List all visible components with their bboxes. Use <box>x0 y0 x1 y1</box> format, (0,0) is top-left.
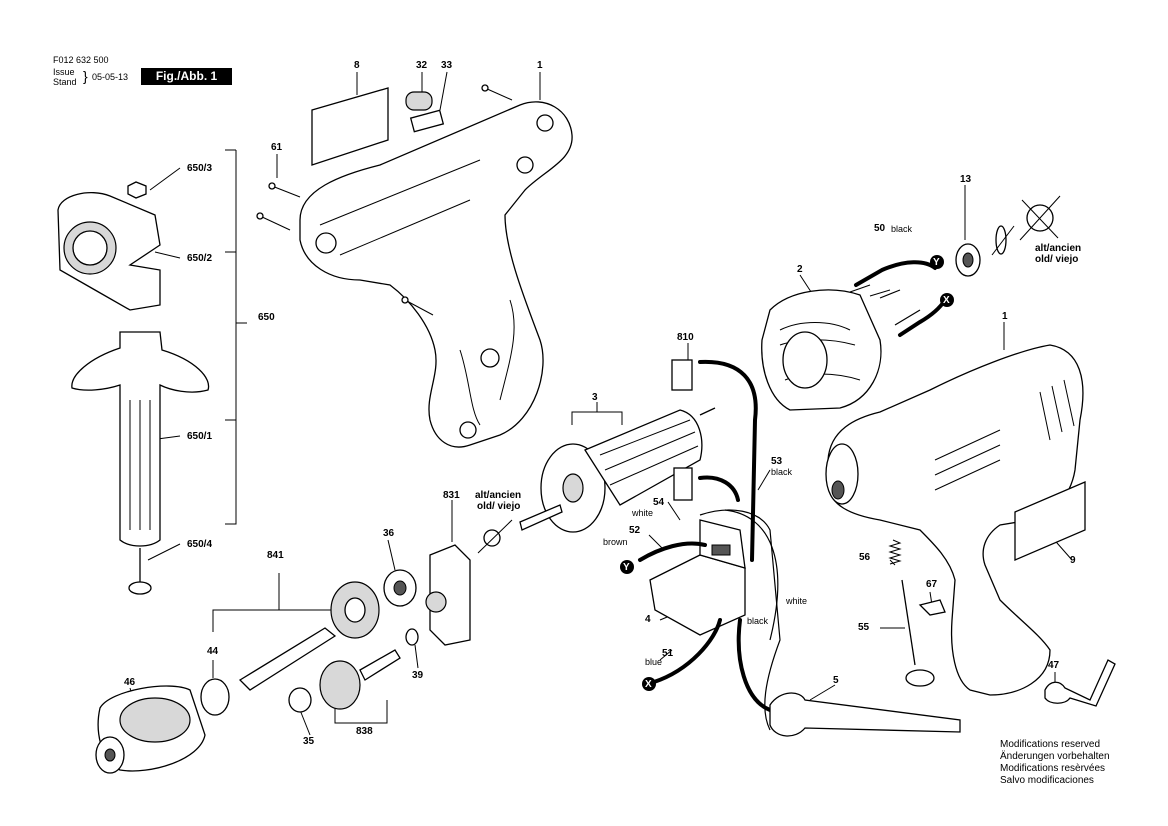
assembled-housing <box>827 344 1084 696</box>
label-841: 841 <box>267 550 284 561</box>
note-line: Modifications resèrvées <box>1000 763 1106 774</box>
label-55: 55 <box>858 622 870 633</box>
label-650-3: 650/3 <box>187 163 213 174</box>
label-1-right: 1 <box>1002 311 1008 322</box>
bushing-part <box>405 91 433 111</box>
label-47: 47 <box>1048 660 1060 671</box>
nameplate-part <box>311 87 389 166</box>
label-46: 46 <box>124 677 136 688</box>
note-line: Modifications reserved <box>1000 739 1101 750</box>
label-part <box>1014 481 1086 561</box>
marker-x: X <box>943 295 950 306</box>
label-838: 838 <box>356 726 373 737</box>
label-3: 3 <box>592 392 598 403</box>
part-number: F012 632 500 <box>53 55 109 65</box>
label-51: 51 <box>662 648 674 659</box>
marker-x-2: X <box>645 679 652 690</box>
switch <box>649 519 746 636</box>
label-650-4: 650/4 <box>187 539 213 550</box>
label-650-1: 650/1 <box>187 431 213 442</box>
label-61: 61 <box>271 142 283 153</box>
old-tag-mid-2: old/ viejo <box>477 501 521 512</box>
label-13: 13 <box>960 174 972 185</box>
label-white: white <box>786 596 808 606</box>
armature <box>519 407 716 533</box>
figure-label: Fig./Abb. 1 <box>141 68 232 85</box>
bushing-44 <box>200 678 230 716</box>
drill-chuck <box>95 685 206 774</box>
modifications-notes: Modifications reserved Änderungen vorbeh… <box>1000 739 1110 787</box>
brush-holder <box>671 359 693 391</box>
chuck-key <box>1044 659 1116 707</box>
bushing-35 <box>288 687 312 713</box>
connection-markers <box>620 255 954 691</box>
label-5: 5 <box>833 675 839 686</box>
issue-date: 05-05-13 <box>92 72 129 82</box>
label-67: 67 <box>926 579 938 590</box>
label-39: 39 <box>412 670 424 681</box>
label-52: 52 <box>629 525 641 536</box>
label-831: 831 <box>443 490 460 501</box>
old-tag-top-2: old/ viejo <box>1035 254 1079 265</box>
label-53: 53 <box>771 456 783 467</box>
screws <box>256 84 513 316</box>
label-35: 35 <box>303 736 315 747</box>
brace: } <box>83 68 88 84</box>
old-tag-top-1: alt/ancien <box>1035 243 1082 254</box>
label-650-2: 650/2 <box>187 253 213 264</box>
gear-838 <box>319 660 361 710</box>
label-36: 36 <box>383 528 395 539</box>
field-coil <box>761 284 891 411</box>
label-50: 50 <box>874 223 886 234</box>
label-8: 8 <box>354 60 360 71</box>
handle-nut <box>127 181 147 199</box>
old-tag-mid-1: alt/ancien <box>475 490 522 501</box>
washer-39 <box>405 628 419 646</box>
clip-67 <box>918 599 946 616</box>
label-4: 4 <box>645 614 651 625</box>
label-54: 54 <box>653 497 665 508</box>
label-650: 650 <box>258 312 275 323</box>
label-53-color: black <box>771 467 793 477</box>
label-33: 33 <box>441 60 453 71</box>
pad-part <box>409 109 445 133</box>
label-9: 9 <box>1070 555 1076 566</box>
label-54-color: white <box>632 508 654 518</box>
label-810: 810 <box>677 332 694 343</box>
power-cord <box>769 692 961 737</box>
marker-y: Y <box>933 257 940 268</box>
label-50-color: black <box>891 224 913 234</box>
housing-half <box>299 101 573 448</box>
marker-y-2: Y <box>623 562 630 573</box>
issue-label: Issue <box>53 67 75 77</box>
note-line: Änderungen vorbehalten <box>1000 751 1110 762</box>
spindle <box>238 627 337 691</box>
spring-56 <box>888 539 902 565</box>
gear-plate <box>425 544 471 646</box>
label-56: 56 <box>859 552 871 563</box>
label-52-color: brown <box>603 537 628 547</box>
label-1-top: 1 <box>537 60 543 71</box>
label-32: 32 <box>416 60 428 71</box>
label-44: 44 <box>207 646 219 657</box>
note-line: Salvo modificaciones <box>1000 775 1094 786</box>
label-51-color: blue <box>645 657 663 667</box>
label-black: black <box>747 616 769 626</box>
label-2: 2 <box>797 264 803 275</box>
stand-label: Stand <box>53 77 77 87</box>
